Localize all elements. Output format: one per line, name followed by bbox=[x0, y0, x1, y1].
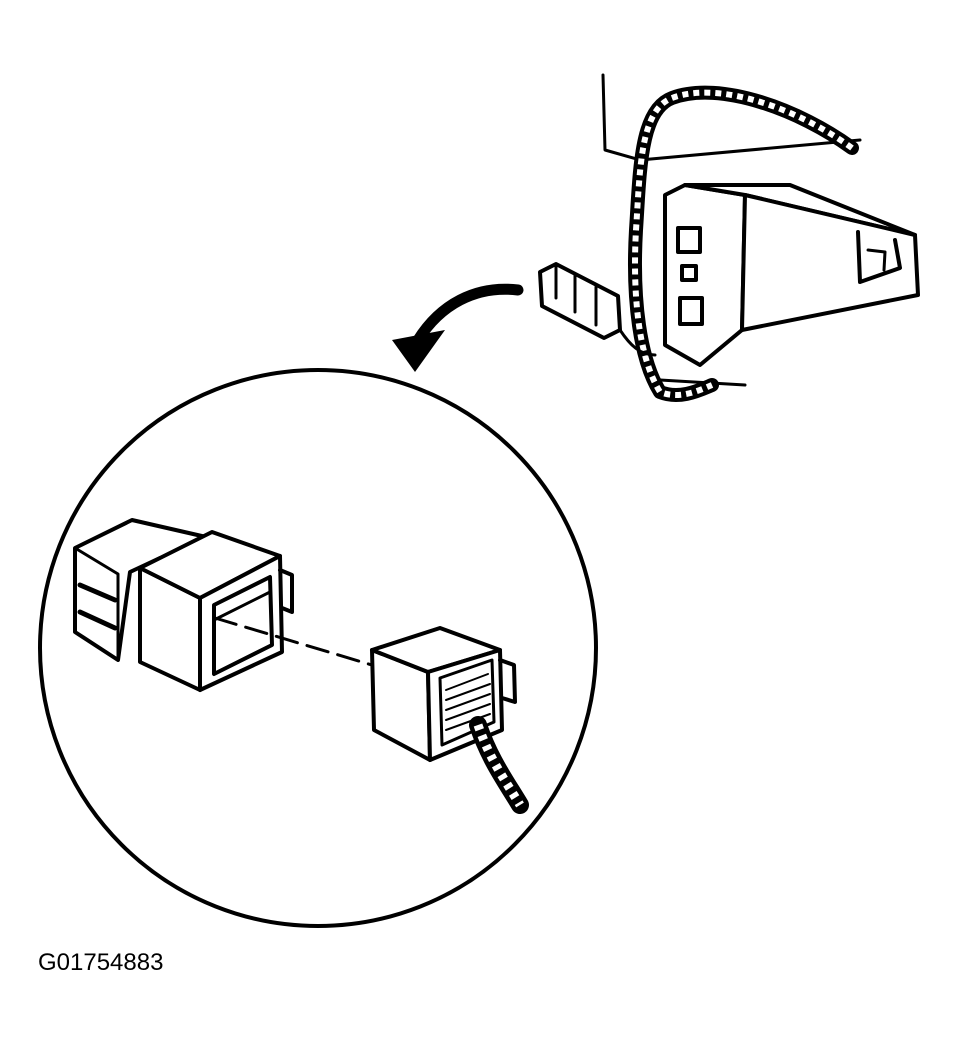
plug-connector bbox=[370, 626, 529, 814]
module-plug bbox=[538, 262, 657, 357]
figure-id-label: G01754883 bbox=[38, 949, 164, 976]
electronic-module bbox=[601, 73, 920, 387]
wiring-harness bbox=[628, 85, 859, 402]
socket-connector bbox=[73, 518, 294, 692]
detail-view-circle bbox=[38, 368, 598, 928]
alignment-line bbox=[213, 616, 384, 670]
curved-arrow-icon bbox=[392, 283, 524, 372]
